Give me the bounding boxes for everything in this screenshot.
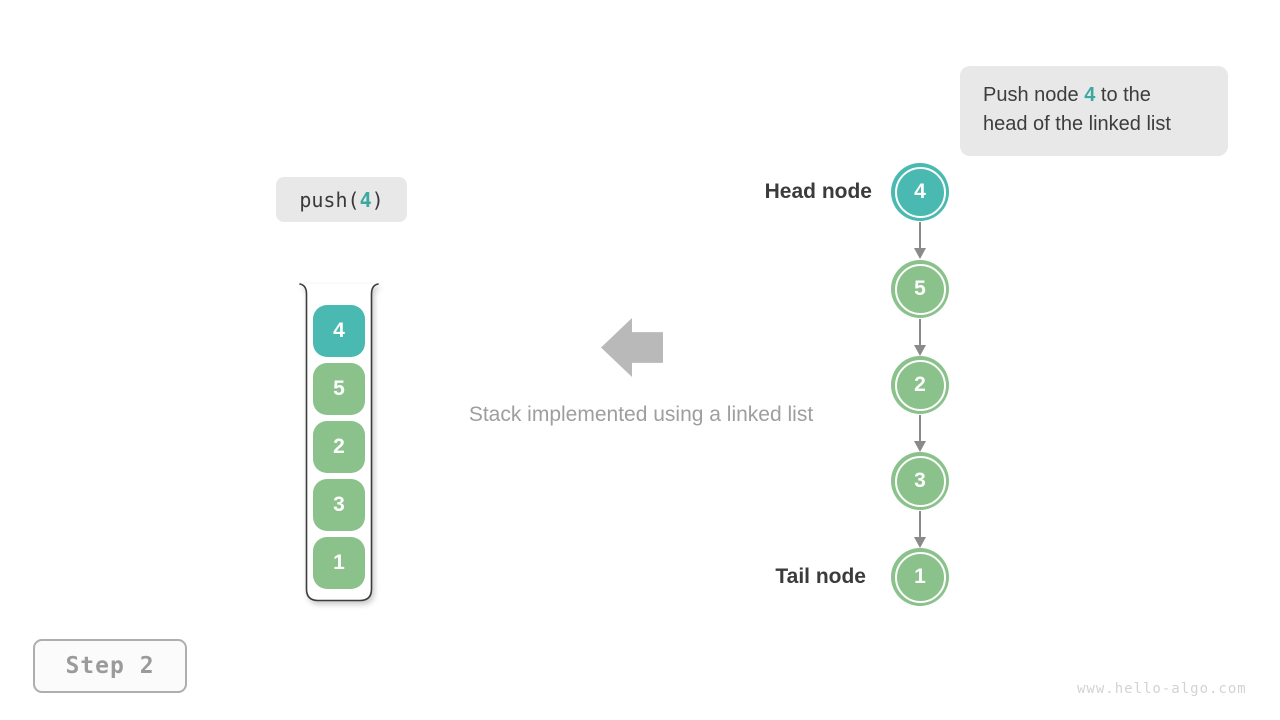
linked-list-node-value: 3 [894, 455, 946, 507]
head-node-label: Head node [764, 180, 872, 203]
operation-text: ) [371, 187, 384, 212]
stack-node-value: 1 [333, 551, 345, 574]
linked-list-node-value: 4 [894, 166, 946, 218]
operation-value: 4 [359, 187, 372, 212]
pointer-arrow-icon [913, 319, 926, 356]
linked-list-node: 5 [891, 260, 949, 318]
stack-node-value: 4 [333, 319, 345, 342]
stack-node: 4 [313, 305, 365, 357]
callout-text: head of the linked list [983, 113, 1171, 135]
stack-node: 5 [313, 363, 365, 415]
figure-caption: Stack implemented using a linked list [468, 403, 814, 426]
stack-node-value: 3 [333, 493, 345, 516]
stack-node: 1 [313, 537, 365, 589]
step-badge: Step 2 [33, 639, 187, 693]
tail-node-label: Tail node [775, 565, 866, 588]
push-operation-label: push(4) [276, 177, 407, 222]
stack-node-value: 5 [333, 377, 345, 400]
instruction-callout: Push node 4 to the head of the linked li… [960, 66, 1228, 156]
watermark-text: www.hello-algo.com [1077, 681, 1247, 697]
pointer-arrow-icon [913, 222, 926, 259]
callout-highlight-value: 4 [1084, 84, 1096, 106]
linked-list-node: 2 [891, 356, 949, 414]
linked-list-node: 4 [891, 163, 949, 221]
linked-list-node-value: 2 [894, 359, 946, 411]
stack-node: 3 [313, 479, 365, 531]
linked-list-node-value: 1 [894, 551, 946, 603]
linked-list-node: 1 [891, 548, 949, 606]
operation-text: push( [299, 187, 360, 212]
pointer-arrow-icon [913, 415, 926, 452]
stack-node: 2 [313, 421, 365, 473]
callout-text: to the [1095, 84, 1151, 106]
stack-node-value: 2 [333, 435, 345, 458]
left-arrow-icon [601, 318, 663, 377]
pointer-arrow-icon [913, 511, 926, 548]
linked-list-node: 3 [891, 452, 949, 510]
linked-list-node-value: 5 [894, 263, 946, 315]
callout-text: Push node [983, 84, 1085, 106]
